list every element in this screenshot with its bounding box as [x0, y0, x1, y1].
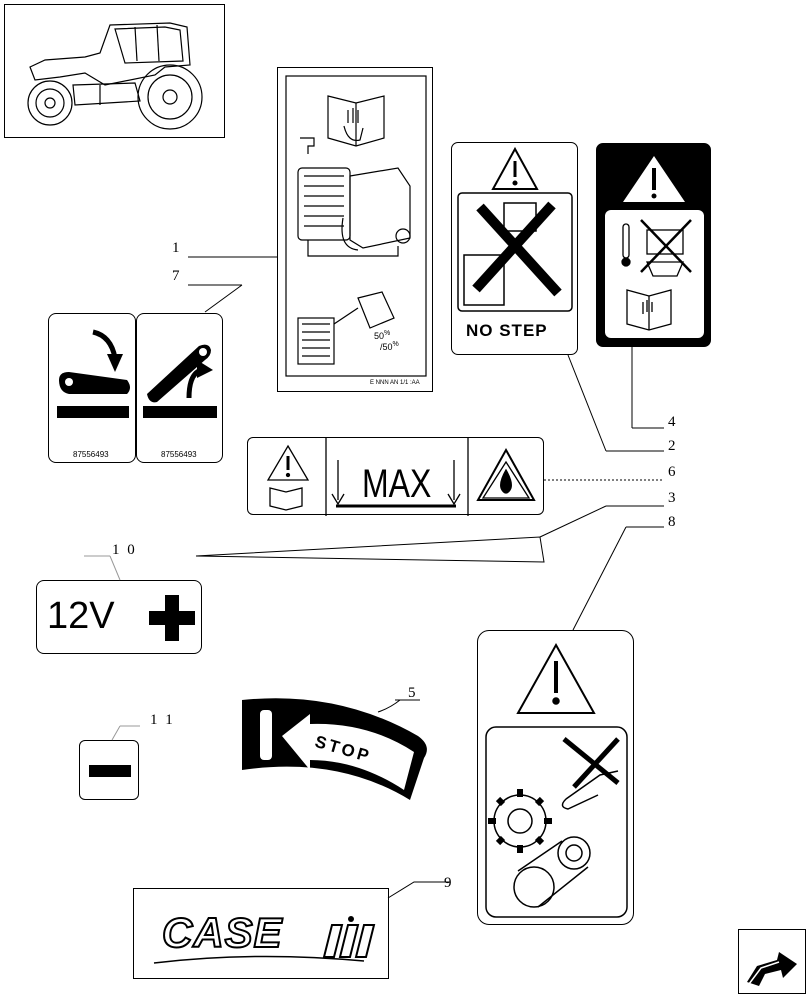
no-step-label: NO STEP: [466, 321, 548, 340]
decal-code: E NNN AN 1/1 :AA: [370, 380, 420, 386]
temperature-warning-decal: [596, 143, 711, 347]
callout-5: 5: [408, 685, 418, 701]
next-page-button[interactable]: [738, 929, 806, 994]
max-label: MAX: [362, 462, 432, 506]
no-step-decal: NO STEP: [451, 142, 578, 355]
part-number: 87556493: [161, 450, 197, 459]
max-level-decal: MAX: [247, 437, 544, 516]
callout-2: 2: [668, 438, 678, 454]
lever-down-decal: 87556493: [48, 313, 136, 463]
callout-10: 1 0: [112, 542, 137, 558]
plus-icon: [149, 595, 195, 641]
battery-positive-decal: 12V: [36, 580, 202, 654]
case-ih-brand-decal: CASE: [133, 888, 389, 979]
callout-11: 1 1: [150, 712, 175, 728]
part-number: 87556493: [73, 450, 109, 459]
coolant-ratio: 50% /50%: [374, 330, 399, 352]
tractor-icon: [27, 22, 203, 130]
minus-icon: [89, 765, 131, 777]
lever-up-decal: 87556493: [136, 313, 223, 463]
brand-label: CASE: [161, 908, 283, 957]
battery-negative-decal: [79, 740, 139, 800]
rotating-parts-warning-decal: [477, 630, 634, 925]
warning-triangle-icon: [516, 642, 596, 714]
callout-7: 7: [172, 268, 182, 284]
callout-4: 4: [668, 414, 678, 430]
next-page-arrow-icon: [747, 952, 797, 986]
battery-voltage: 12V: [47, 595, 115, 637]
stop-decal: STOP: [238, 696, 432, 804]
callout-9: 9: [444, 875, 454, 891]
warning-triangle-icon: [491, 146, 539, 190]
callout-6: 6: [668, 464, 678, 480]
warning-triangle-icon: [266, 444, 310, 481]
callout-8: 8: [668, 514, 678, 530]
callout-1: 1: [172, 240, 182, 256]
callout-3: 3: [668, 490, 678, 506]
case-ih-logo-icon: [153, 916, 376, 964]
tractor-thumbnail: [4, 4, 225, 138]
coolant-instruction-decal: 50% /50% E NNN AN 1/1 :AA: [277, 67, 433, 392]
